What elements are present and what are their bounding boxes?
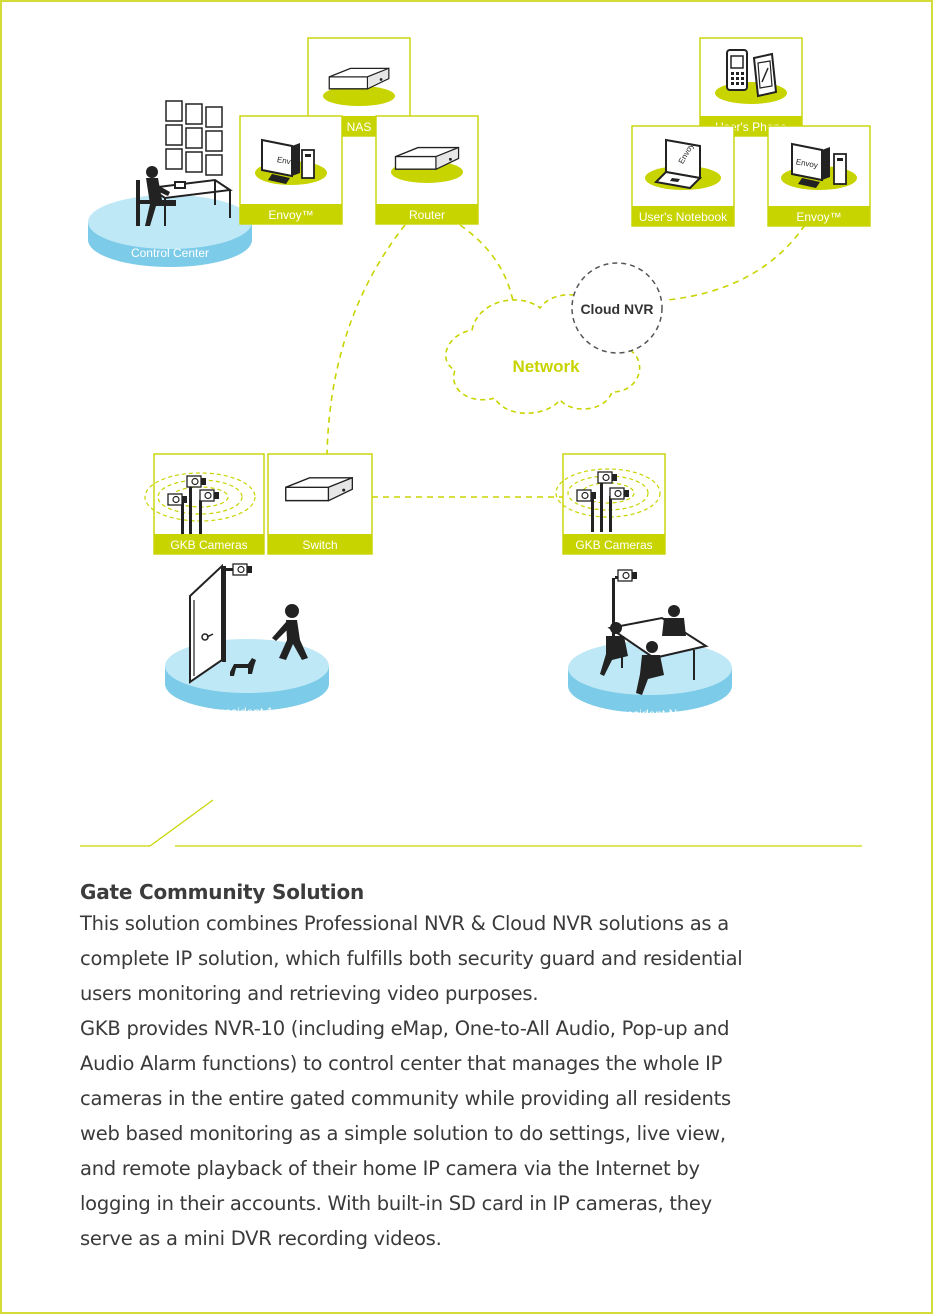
section-separator [80, 799, 862, 847]
router-label: Router [409, 208, 445, 222]
users-notebook-node: Envoy User's Notebook [631, 125, 735, 227]
envoy-left-node: Envoy Envoy™ [239, 115, 343, 225]
connection-lines [326, 224, 806, 498]
solution-description: Gate Community Solution This solution co… [80, 880, 880, 1256]
description-title: Gate Community Solution [80, 880, 365, 904]
operator-icon [136, 166, 176, 226]
link-router-network [459, 224, 516, 316]
users-phone-node: User's Phone [699, 37, 803, 137]
envoy-right-label: Envoy™ [796, 210, 841, 224]
network-diagram: Network Cloud NVR Control Center [80, 37, 871, 847]
gkb-cameras-left-node: GKB Cameras [144, 453, 265, 555]
video-wall-icon [165, 100, 223, 176]
resident-n: resident N [568, 569, 732, 721]
nas-label: NAS [347, 120, 372, 134]
diners-icon [600, 605, 686, 695]
notebook-icon: Envoy [653, 138, 703, 190]
users-notebook-label: User's Notebook [639, 210, 728, 224]
dog-icon [230, 658, 256, 676]
cloud-nvr: Cloud NVR [571, 262, 663, 354]
resident-1-label: resident 1 [221, 705, 274, 719]
network-label: Network [512, 357, 580, 376]
router-node: Router [375, 115, 479, 225]
gkb-cameras-right-label: GKB Cameras [575, 538, 652, 552]
camera-poles-icon [167, 475, 220, 534]
gkb-cameras-right-node: GKB Cameras [555, 453, 666, 555]
camera-poles-icon [576, 471, 630, 532]
monitor-icon: Envoy [261, 138, 315, 184]
control-center: Control Center [88, 100, 252, 267]
resident-1: resident 1 [165, 563, 329, 719]
resident-n-label: resident N [623, 707, 678, 721]
switch-node: Switch [267, 453, 373, 555]
control-center-label: Control Center [131, 246, 209, 260]
cloud-nvr-label: Cloud NVR [580, 301, 653, 317]
phone-icon [726, 49, 778, 98]
envoy-right-node: Envoy Envoy™ [767, 125, 871, 227]
switch-label: Switch [302, 538, 337, 552]
person-walking-icon [272, 604, 308, 660]
gate-icon [189, 563, 253, 684]
gkb-cameras-left-label: GKB Cameras [170, 538, 247, 552]
link-envoy-cloudnvr [666, 224, 806, 301]
description-body: This solution combines Professional NVR … [80, 912, 743, 1250]
monitor-icon: Envoy [791, 142, 847, 188]
svg-text:Envoy: Envoy [795, 157, 818, 170]
envoy-left-label: Envoy™ [268, 208, 313, 222]
camera-pole-icon [612, 569, 638, 658]
link-router-switch [326, 224, 406, 456]
